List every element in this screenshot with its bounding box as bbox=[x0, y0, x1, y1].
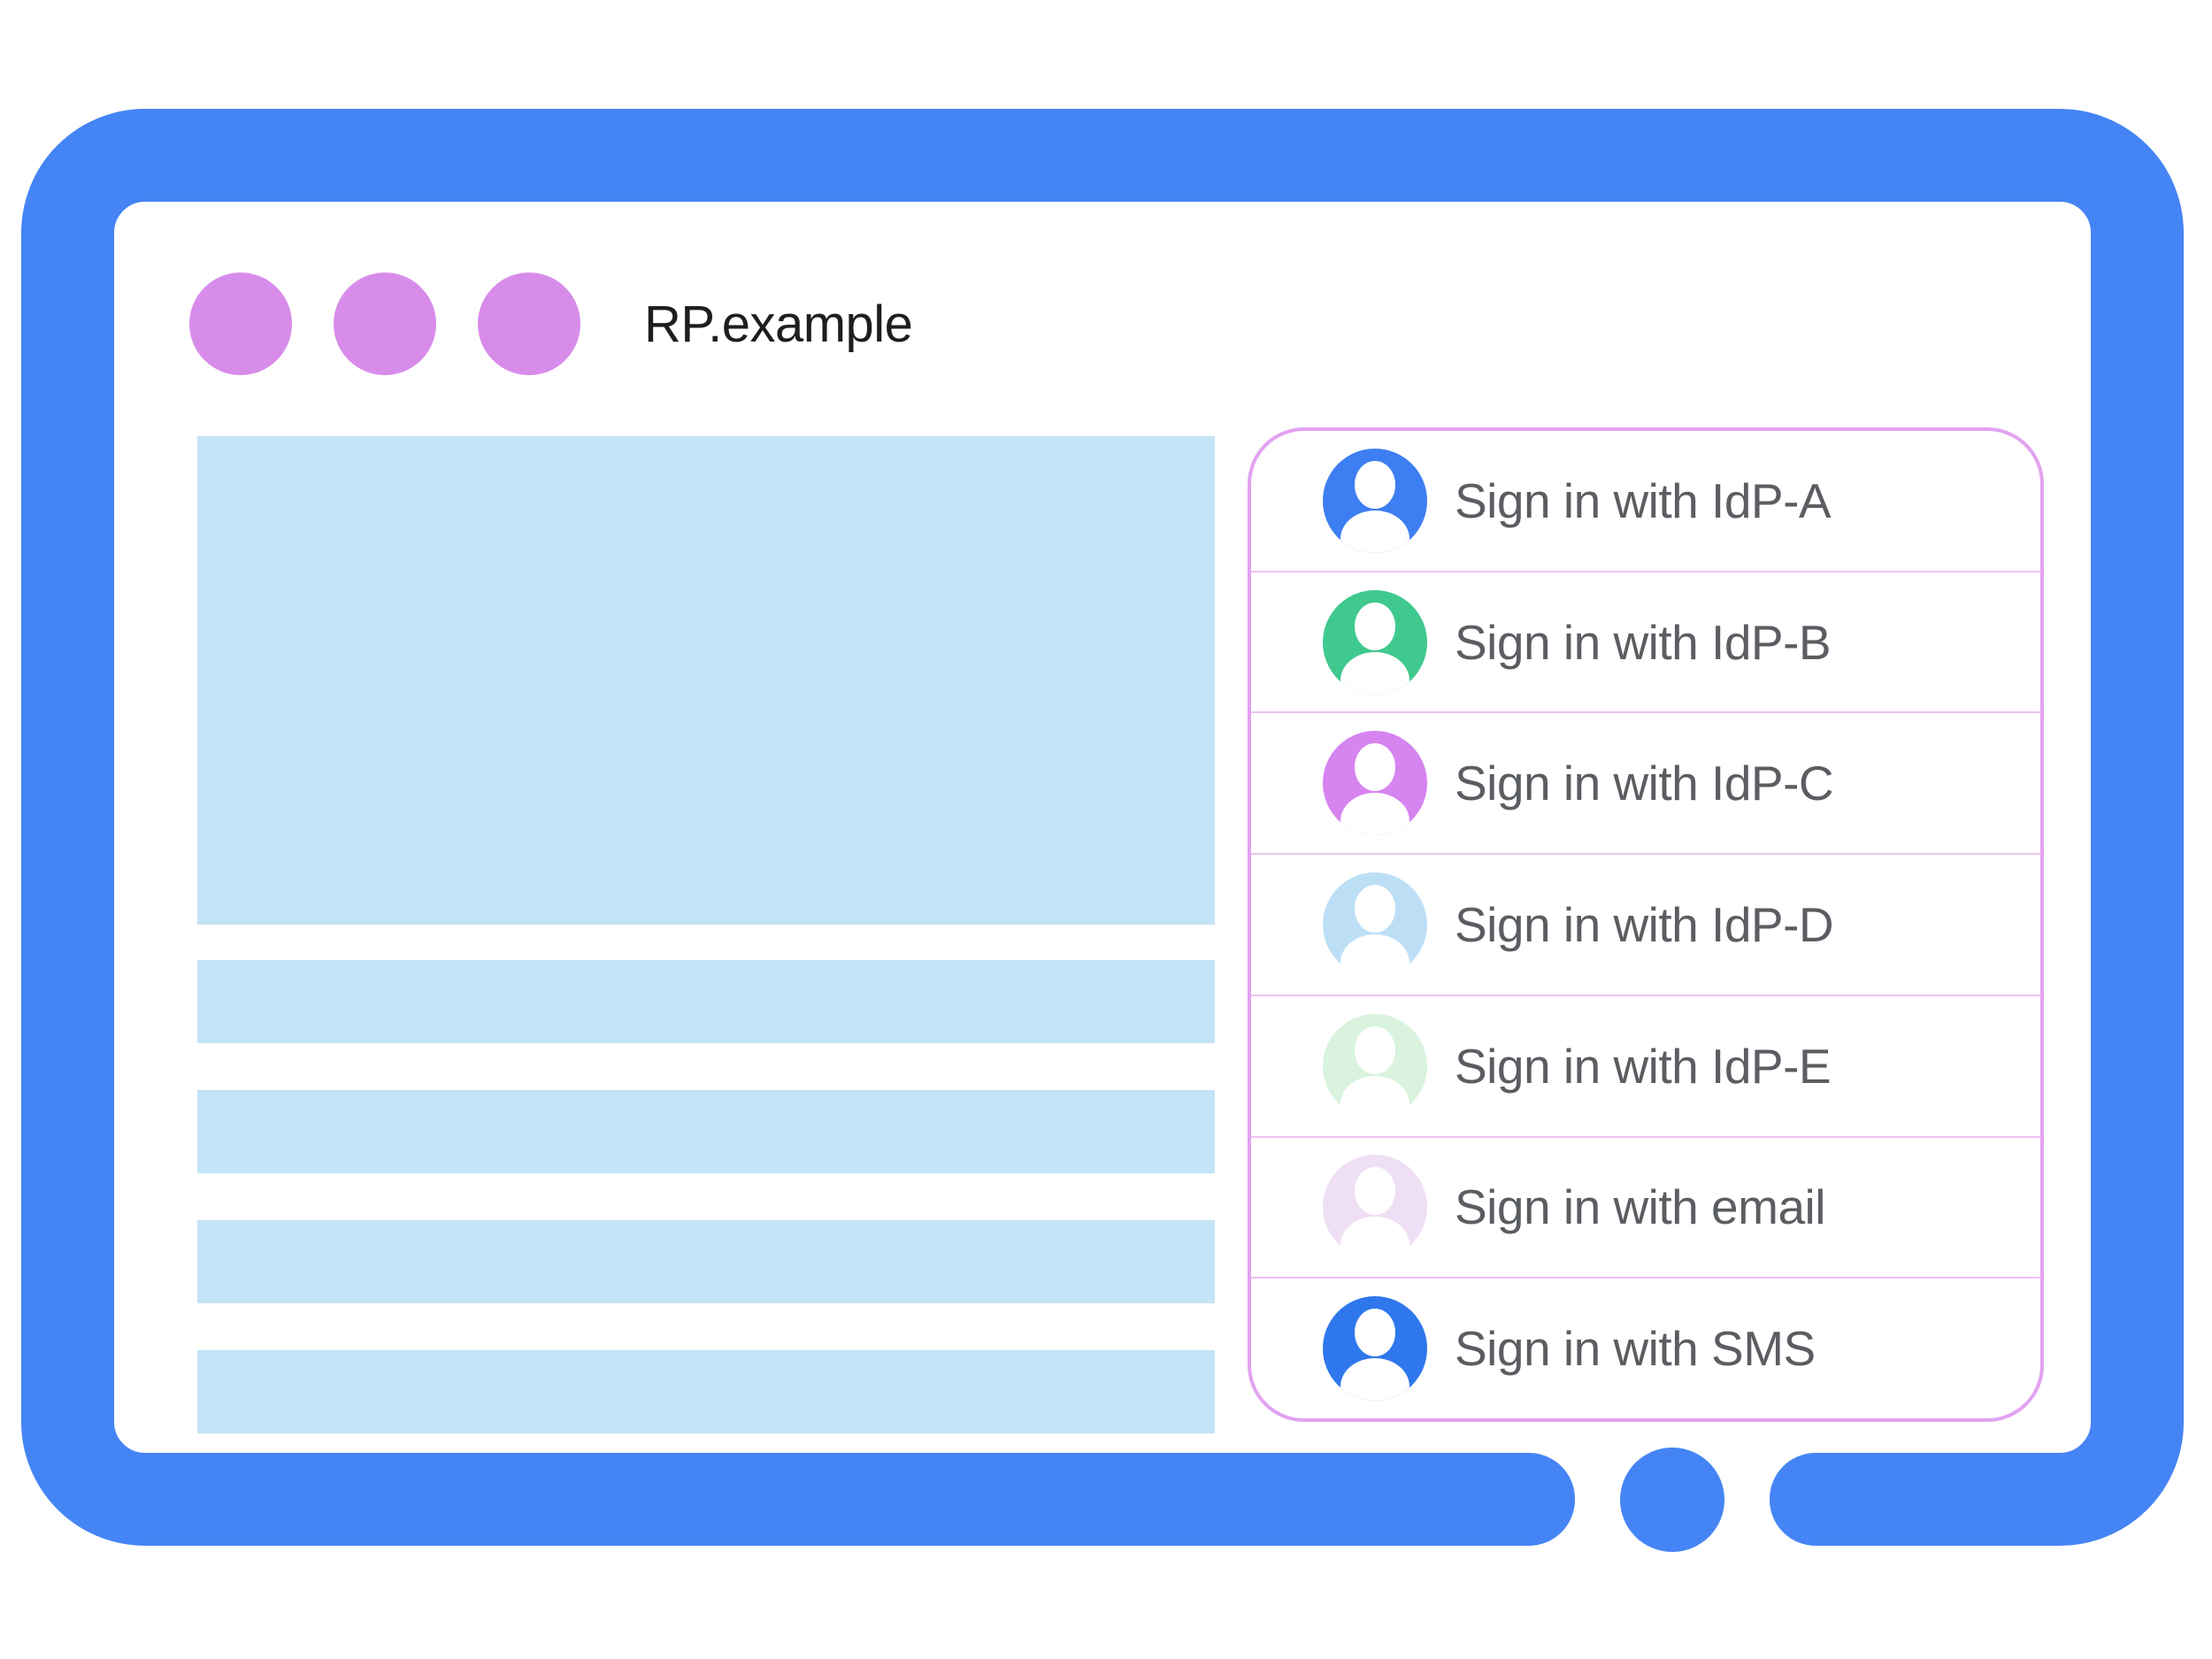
content-placeholder-bar bbox=[197, 1090, 1215, 1173]
avatar-torso bbox=[1340, 934, 1409, 978]
signin-option[interactable]: Sign in with IdP-C bbox=[1251, 713, 2040, 856]
signin-option[interactable]: Sign in with IdP-B bbox=[1251, 572, 2040, 714]
avatar-head bbox=[1355, 1025, 1395, 1074]
person-avatar-icon bbox=[1323, 589, 1427, 695]
signin-option-label: Sign in with IdP-D bbox=[1455, 897, 1834, 953]
signin-option-label: Sign in with IdP-E bbox=[1455, 1038, 1832, 1094]
frame-bottom-left-cap bbox=[1391, 1453, 1575, 1546]
signin-option-label: Sign in with email bbox=[1455, 1179, 1825, 1235]
person-avatar-icon bbox=[1323, 731, 1427, 836]
person-avatar-icon bbox=[1323, 1013, 1427, 1118]
signin-option[interactable]: Sign in with IdP-A bbox=[1251, 431, 2040, 572]
signin-option[interactable]: Sign in with IdP-E bbox=[1251, 996, 2040, 1138]
signin-option[interactable]: Sign in with SMS bbox=[1251, 1279, 2040, 1418]
avatar-head bbox=[1355, 1167, 1395, 1216]
home-button-icon bbox=[1620, 1448, 1724, 1552]
person-avatar-icon bbox=[1323, 448, 1427, 553]
avatar-head bbox=[1355, 743, 1395, 792]
person-avatar-icon bbox=[1323, 1296, 1427, 1402]
signin-option-label: Sign in with SMS bbox=[1455, 1321, 1816, 1377]
signin-option-label: Sign in with IdP-A bbox=[1455, 472, 1832, 528]
site-title: RP.example bbox=[644, 296, 913, 353]
window-control-dot-icon bbox=[478, 273, 580, 375]
signin-option-label: Sign in with IdP-C bbox=[1455, 756, 1834, 811]
avatar-head bbox=[1355, 602, 1395, 650]
content-placeholder-bar bbox=[197, 960, 1215, 1043]
avatar-torso bbox=[1340, 651, 1409, 695]
avatar-torso bbox=[1340, 793, 1409, 836]
avatar-torso bbox=[1340, 1217, 1409, 1260]
signin-option-label: Sign in with IdP-B bbox=[1455, 614, 1832, 670]
content-placeholder-hero bbox=[197, 436, 1215, 925]
signin-option[interactable]: Sign in with email bbox=[1251, 1138, 2040, 1279]
signin-dialog: Sign in with IdP-A Sign in with IdP-B Si… bbox=[1248, 427, 2044, 1422]
avatar-torso bbox=[1340, 1075, 1409, 1118]
person-avatar-icon bbox=[1323, 872, 1427, 978]
window-control-dot-icon bbox=[189, 273, 292, 375]
avatar-torso bbox=[1340, 510, 1409, 553]
frame-bottom-right-cap bbox=[1770, 1453, 1954, 1546]
avatar-head bbox=[1355, 885, 1395, 933]
avatar-torso bbox=[1340, 1358, 1409, 1402]
window-control-dot-icon bbox=[334, 273, 436, 375]
content-placeholder-bar bbox=[197, 1220, 1215, 1303]
avatar-head bbox=[1355, 460, 1395, 509]
person-avatar-icon bbox=[1323, 1155, 1427, 1260]
content-placeholder-bar bbox=[197, 1350, 1215, 1433]
signin-option[interactable]: Sign in with IdP-D bbox=[1251, 855, 2040, 996]
avatar-head bbox=[1355, 1309, 1395, 1357]
